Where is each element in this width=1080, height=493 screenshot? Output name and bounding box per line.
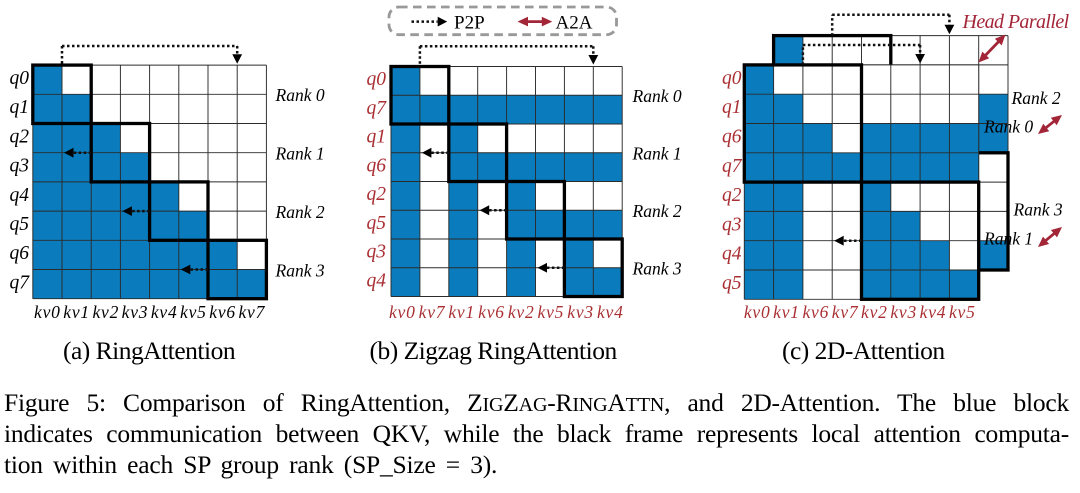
svg-text:q7: q7 [367, 98, 388, 119]
svg-text:q0: q0 [10, 68, 30, 89]
svg-text:kv0: kv0 [744, 302, 771, 322]
svg-text:kv3: kv3 [567, 302, 594, 322]
svg-text:q1: q1 [367, 127, 387, 148]
svg-text:q2: q2 [10, 126, 30, 147]
svg-text:kv1: kv1 [773, 302, 800, 322]
svg-text:Rank 0: Rank 0 [983, 117, 1033, 137]
svg-text:kv4: kv4 [597, 302, 624, 322]
svg-text:q4: q4 [722, 244, 742, 265]
svg-text:q7: q7 [722, 156, 743, 177]
svg-text:Rank 2: Rank 2 [275, 202, 325, 222]
svg-text:q3: q3 [367, 242, 387, 263]
svg-text:q5: q5 [10, 214, 30, 235]
svg-text:q7: q7 [10, 272, 31, 293]
svg-text:q4: q4 [367, 270, 387, 291]
svg-text:kv5: kv5 [180, 302, 207, 322]
svg-text:Rank 1: Rank 1 [983, 229, 1033, 249]
svg-text:kv6: kv6 [478, 302, 505, 322]
svg-text:Rank 2: Rank 2 [632, 201, 682, 221]
svg-text:q6: q6 [10, 243, 30, 264]
svg-text:Rank 0: Rank 0 [632, 86, 682, 106]
svg-text:kv7: kv7 [419, 302, 446, 322]
svg-text:kv5: kv5 [538, 302, 565, 322]
svg-text:Rank 3: Rank 3 [1013, 200, 1063, 220]
svg-text:kv1: kv1 [448, 302, 475, 322]
svg-text:kv3: kv3 [122, 302, 149, 322]
svg-text:A2A: A2A [556, 12, 593, 33]
svg-text:q3: q3 [722, 214, 742, 235]
svg-text:Rank 0: Rank 0 [275, 85, 325, 105]
svg-text:q2: q2 [722, 185, 742, 206]
svg-text:q0: q0 [367, 69, 387, 90]
svg-text:q6: q6 [367, 155, 387, 176]
svg-text:q4: q4 [10, 185, 30, 206]
svg-text:Rank 3: Rank 3 [632, 259, 682, 279]
svg-text:q0: q0 [722, 68, 742, 89]
svg-text:kv0: kv0 [389, 302, 416, 322]
svg-text:kv4: kv4 [151, 302, 178, 322]
svg-text:Rank 2: Rank 2 [1011, 88, 1061, 108]
svg-text:kv2: kv2 [861, 302, 888, 322]
svg-text:kv5: kv5 [949, 302, 976, 322]
svg-text:Rank 1: Rank 1 [275, 144, 325, 164]
svg-text:Rank 1: Rank 1 [632, 144, 682, 164]
svg-text:q1: q1 [10, 97, 30, 118]
svg-text:q6: q6 [722, 127, 742, 148]
svg-text:q3: q3 [10, 156, 30, 177]
svg-text:kv6: kv6 [209, 302, 236, 322]
svg-text:Rank 3: Rank 3 [275, 260, 325, 280]
svg-text:q1: q1 [722, 97, 742, 118]
svg-text:kv7: kv7 [238, 302, 265, 322]
svg-text:kv7: kv7 [832, 302, 859, 322]
svg-text:q2: q2 [367, 184, 387, 205]
svg-text:kv4: kv4 [920, 302, 947, 322]
svg-text:Head Parallel: Head Parallel [962, 11, 1070, 33]
svg-text:q5: q5 [367, 213, 387, 234]
svg-text:kv2: kv2 [508, 302, 535, 322]
svg-text:kv2: kv2 [92, 302, 119, 322]
svg-text:kv0: kv0 [34, 302, 61, 322]
svg-text:kv6: kv6 [802, 302, 829, 322]
svg-text:kv3: kv3 [890, 302, 917, 322]
svg-text:q5: q5 [722, 273, 742, 294]
svg-text:P2P: P2P [454, 12, 485, 33]
svg-text:kv1: kv1 [63, 302, 90, 322]
